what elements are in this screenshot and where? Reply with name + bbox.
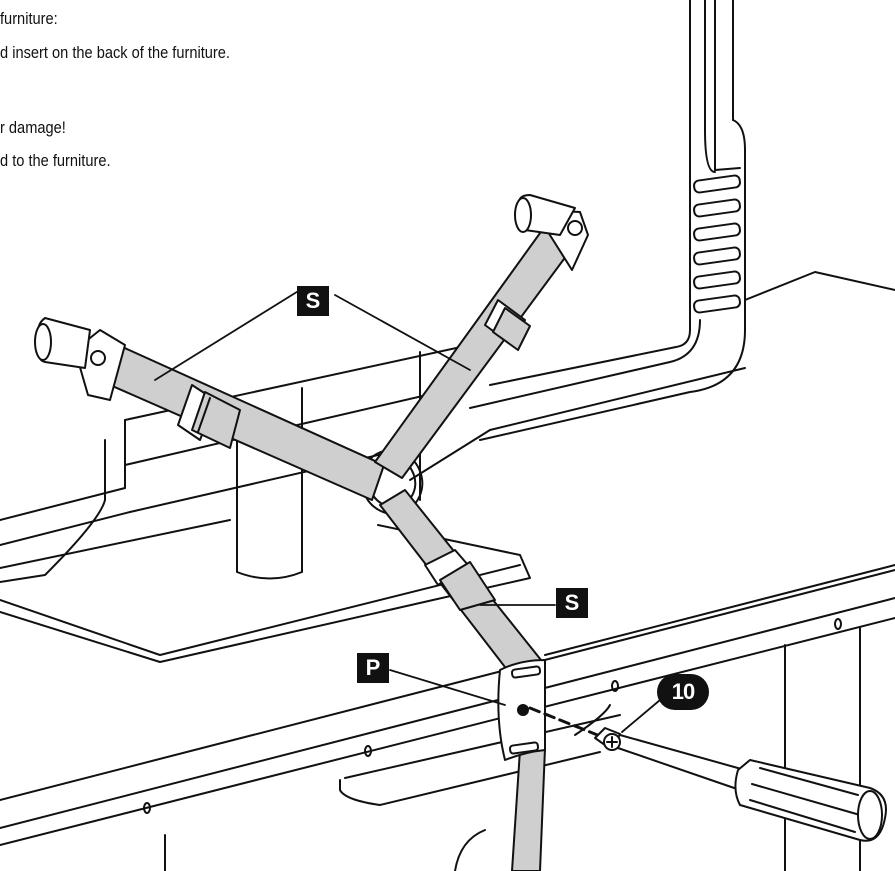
- instruction-line-1: furniture:: [0, 9, 58, 28]
- callout-strap-bottom: S: [556, 588, 588, 618]
- monitor-frame: [470, 0, 745, 440]
- callout-screw-number: 10: [657, 674, 709, 710]
- instruction-line-4: d to the furniture.: [0, 151, 111, 170]
- vent-slots: [693, 175, 740, 313]
- front-rail: [0, 565, 895, 871]
- instruction-line-3: r damage!: [0, 118, 66, 137]
- shelf-plate: [0, 520, 530, 662]
- strap-down: [380, 490, 545, 871]
- callout-plate: P: [357, 653, 389, 683]
- screwdriver: [618, 735, 886, 841]
- furniture-top: [0, 272, 895, 582]
- mounting-plate: [498, 660, 545, 760]
- strap-left: [35, 318, 384, 500]
- leader-lines: [155, 290, 660, 732]
- callout-strap-top: S: [297, 286, 329, 316]
- instruction-line-2: d insert on the back of the furniture.: [0, 43, 230, 62]
- strap-right: [375, 195, 588, 478]
